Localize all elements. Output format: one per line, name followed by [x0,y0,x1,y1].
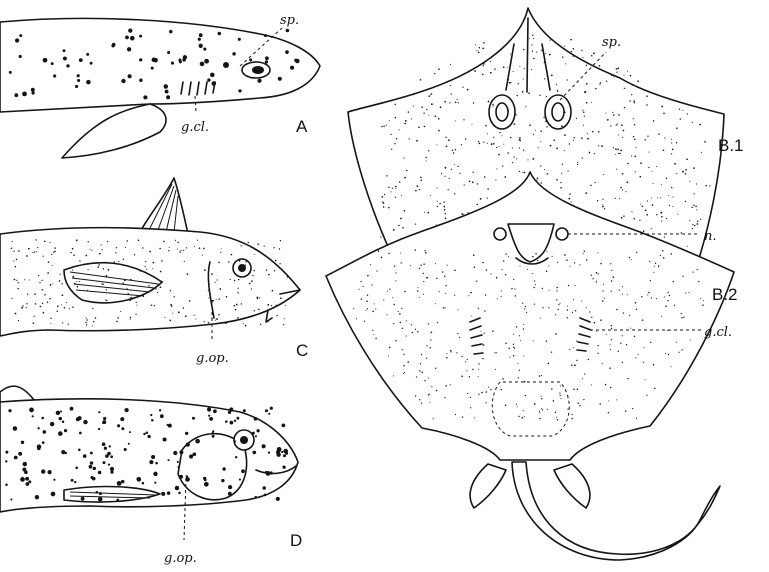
panel-a-dogfish: sp. g.cl. A [0,13,320,158]
label-a-sp: sp. [280,13,299,28]
trout-pupil [240,436,248,444]
teleost-dorsal-fin [140,178,188,234]
skate-nostril-right [556,228,568,240]
teleost-barbel [266,310,272,322]
skate-pelvic-left [470,464,506,508]
skate-tail [512,462,720,560]
dogfish-pectoral-fin [62,104,166,158]
label-a-gcl: g.cl. [181,120,209,135]
skate-eye-left [489,95,515,129]
label-b2-gcl: g.cl. [704,325,732,340]
panel-letter-c: C [296,341,308,360]
panel-c-teleost: g.op. C [0,178,308,366]
skate-nostril-left [494,228,506,240]
dogfish-pupil [252,66,264,74]
skate-eye-right [545,95,571,129]
label-c-gop: g.op. [196,351,229,366]
dogfish-spiracle [223,62,229,68]
panel-letter-b2: B.2 [712,285,738,304]
skate-pelvic-right [554,464,590,508]
label-d-gop: g.op. [164,551,197,566]
panel-letter-a: A [296,117,308,136]
panel-d-trout: g.op. D [0,386,302,566]
skate-rostral-ridge [527,18,528,92]
label-b1-sp: sp. [602,35,621,50]
dogfish-body-outline [0,18,320,112]
panel-letter-d: D [290,531,302,550]
panel-letter-b1: B.1 [718,136,744,155]
label-b2-n: n. [704,229,717,244]
